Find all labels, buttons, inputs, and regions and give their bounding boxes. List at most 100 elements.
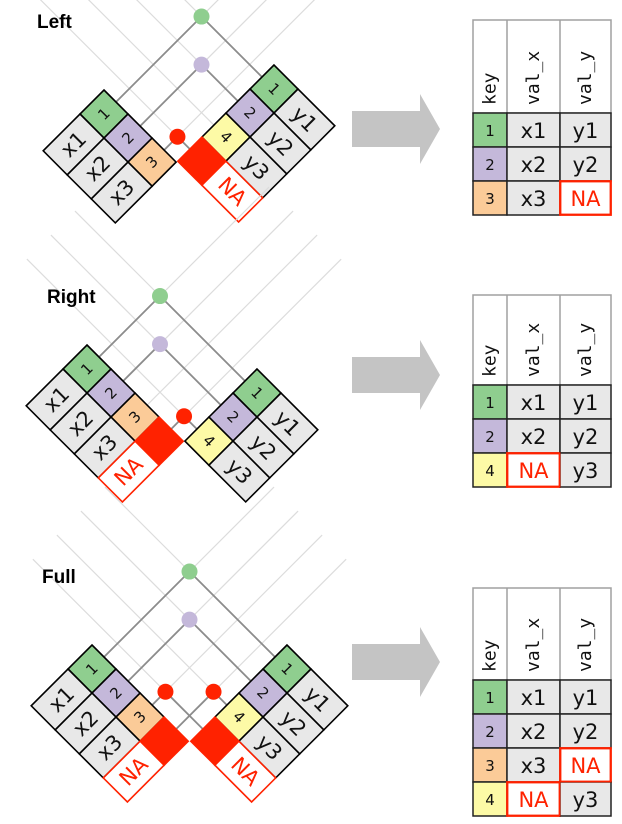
missing-value-border bbox=[559, 747, 612, 783]
value-cell bbox=[207, 439, 271, 504]
missing-value-border bbox=[506, 781, 561, 817]
match-dot bbox=[176, 408, 193, 425]
column-header: val_x bbox=[523, 51, 544, 105]
table-row: 2x2 bbox=[54, 667, 142, 756]
cell-label: x2 bbox=[521, 425, 547, 449]
cell-label: 1 bbox=[485, 122, 495, 140]
panel-title: Left bbox=[37, 12, 73, 33]
cell-label: 4 bbox=[485, 462, 495, 480]
value-cell bbox=[506, 384, 561, 420]
key-cell bbox=[472, 452, 508, 488]
missing-value-cell bbox=[97, 440, 161, 504]
match-dot bbox=[152, 336, 168, 353]
arrow-icon bbox=[352, 94, 440, 164]
cell-label: NA bbox=[570, 187, 601, 211]
cell-label: x2 bbox=[521, 720, 547, 744]
cell-label: x3 bbox=[521, 187, 547, 211]
cell-label: x1 bbox=[521, 391, 547, 415]
column-header: key bbox=[480, 72, 501, 105]
column-header: val_y bbox=[575, 51, 596, 105]
key-cell bbox=[472, 781, 508, 817]
value-cell bbox=[506, 713, 561, 749]
column-header: key bbox=[480, 344, 501, 377]
cell-label: y2 bbox=[573, 720, 599, 744]
value-cell bbox=[559, 146, 612, 182]
key-cell bbox=[472, 679, 508, 715]
value-cell bbox=[559, 679, 612, 715]
match-line bbox=[98, 294, 246, 382]
value-cell bbox=[506, 112, 561, 148]
table-row: 1 x1 y1 bbox=[472, 112, 612, 148]
cell-label: NA bbox=[518, 459, 549, 483]
result-table: key val_x val_y 1 x1 y1 2 x2 y2 3 x3 NA bbox=[472, 19, 612, 216]
cell-label: y2 bbox=[573, 153, 599, 177]
arrow-icon bbox=[352, 340, 440, 410]
cell-label: y1 bbox=[573, 119, 599, 143]
column-header: val_y bbox=[575, 323, 596, 377]
cell-label: y1 bbox=[573, 686, 599, 710]
key-matches bbox=[98, 288, 246, 430]
cell-label: 2 bbox=[485, 156, 495, 174]
table-row: 3 x3 NA bbox=[472, 180, 612, 216]
missing-value-cell bbox=[213, 740, 277, 804]
missing-value-border bbox=[559, 180, 612, 216]
cell-label: x3 bbox=[521, 754, 547, 778]
missing-value-border bbox=[506, 452, 561, 488]
panel-title: Right bbox=[47, 287, 96, 308]
table-row: 1x1 bbox=[25, 343, 113, 432]
missing-value-cell bbox=[102, 740, 166, 804]
key-matches bbox=[115, 8, 263, 151]
table-row: NA bbox=[176, 135, 264, 224]
cell-label: y2 bbox=[573, 425, 599, 449]
result-header: key val_x val_y bbox=[472, 294, 612, 386]
cell-label: 2 bbox=[485, 723, 495, 741]
cell-label: y1 bbox=[573, 391, 599, 415]
table-row: 2 x2 y2 bbox=[472, 418, 612, 454]
cell-label: x1 bbox=[521, 119, 547, 143]
table-row: 4y3 bbox=[183, 415, 271, 504]
cell-label: NA bbox=[570, 754, 601, 778]
value-cell bbox=[559, 112, 612, 148]
column-header: val_x bbox=[523, 323, 544, 377]
match-dot bbox=[157, 683, 174, 700]
match-dot bbox=[193, 56, 210, 73]
key-cell bbox=[472, 418, 508, 454]
missing-value-cell bbox=[200, 160, 264, 224]
table-row: NA bbox=[102, 715, 190, 804]
match-dot bbox=[205, 683, 222, 700]
key-matches bbox=[103, 563, 276, 730]
cell-label: 3 bbox=[485, 757, 495, 775]
table-row: 2 x2 y2 bbox=[472, 713, 612, 749]
cell-label: 4 bbox=[485, 791, 495, 809]
value-cell bbox=[559, 781, 612, 817]
cell-label: NA bbox=[518, 788, 549, 812]
match-dot bbox=[169, 128, 186, 145]
match-dot bbox=[193, 8, 210, 25]
cell-label: x2 bbox=[521, 153, 547, 177]
column-header: val_y bbox=[575, 618, 596, 672]
result-header: key val_x val_y bbox=[472, 19, 612, 114]
table-row: 3x3 bbox=[90, 136, 178, 225]
key-cell bbox=[472, 146, 508, 182]
cell-label: y3 bbox=[573, 788, 599, 812]
cell-label: 2 bbox=[485, 428, 495, 446]
cell-label: 3 bbox=[485, 190, 495, 208]
match-line bbox=[115, 15, 263, 103]
value-cell bbox=[506, 180, 561, 216]
value-cell bbox=[506, 146, 561, 182]
table-row: 4 NA y3 bbox=[472, 781, 612, 817]
column-header: val_x bbox=[523, 618, 544, 672]
match-dot bbox=[181, 563, 198, 580]
